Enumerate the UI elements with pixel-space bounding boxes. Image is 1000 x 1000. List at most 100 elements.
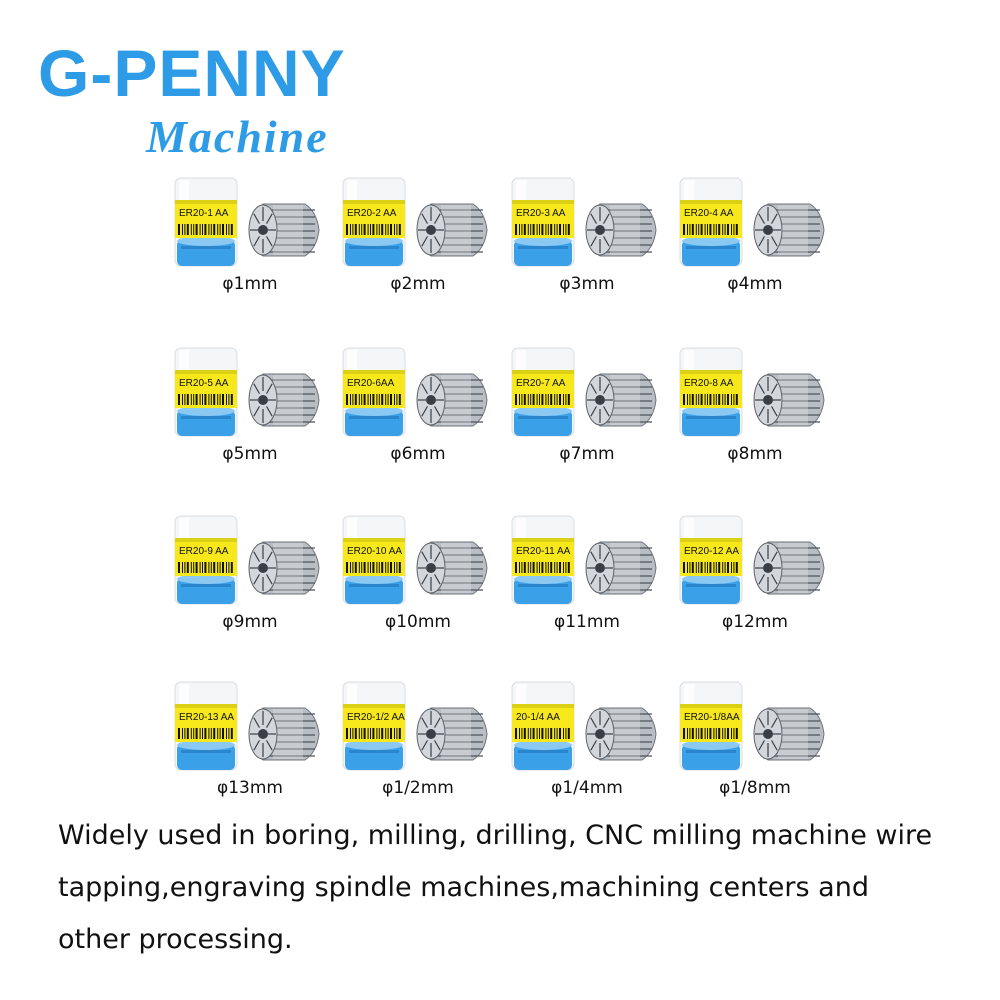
description-line: Widely used in boring, milling, drilling…	[58, 820, 933, 851]
description-line: tapping,engraving spindle machines,machi…	[58, 872, 869, 903]
collet-size-label: φ13mm	[217, 778, 283, 798]
collet-size-label: φ1/8mm	[719, 778, 791, 798]
product-item: ER20-10 AA φ10mm	[333, 510, 503, 640]
brand-name: G-PENNY	[38, 36, 346, 110]
collet-product-image: ER20-6AA	[342, 347, 488, 437]
collet-size-label: φ1/4mm	[551, 778, 623, 798]
collet-package-tube: ER20-3 AA	[511, 177, 575, 267]
collet-size-label: φ12mm	[722, 612, 788, 632]
collet-size-label: φ6mm	[390, 444, 446, 464]
collet-product-image: ER20-10 AA	[342, 515, 488, 605]
product-item: ER20-7 AA φ7mm	[502, 342, 672, 472]
barcode-icon	[178, 728, 233, 739]
barcode-icon	[346, 394, 401, 405]
barcode-icon	[683, 562, 738, 573]
collet-product-image: ER20-7 AA	[511, 347, 657, 437]
collet-package-tube: ER20-1/8AA	[679, 681, 743, 771]
collet-icon	[753, 373, 825, 427]
barcode-icon	[515, 394, 570, 405]
collet-package-tube: ER20-5 AA	[174, 347, 238, 437]
collet-size-label: φ11mm	[554, 612, 620, 632]
collet-icon	[585, 373, 657, 427]
collet-code-label: ER20-5 AA	[179, 378, 229, 389]
collet-package-tube: ER20-9 AA	[174, 515, 238, 605]
collet-size-label: φ4mm	[727, 274, 783, 294]
collet-code-label: ER20-1 AA	[179, 208, 229, 219]
product-item: ER20-8 AA φ8mm	[670, 342, 840, 472]
brand-logo: G-PENNY Machine	[0, 0, 420, 170]
collet-code-label: ER20-11 AA	[516, 546, 571, 557]
collet-package-tube: ER20-8 AA	[679, 347, 743, 437]
collet-package-tube: 20-1/4 AA	[511, 681, 575, 771]
collet-product-image: ER20-9 AA	[174, 515, 320, 605]
barcode-icon	[683, 224, 738, 235]
collet-product-image: ER20-8 AA	[679, 347, 825, 437]
collet-size-label: φ8mm	[727, 444, 783, 464]
collet-code-label: ER20-8 AA	[684, 378, 734, 389]
product-item: ER20-4 AA φ4mm	[670, 172, 840, 302]
collet-product-image: ER20-1 AA	[174, 177, 320, 267]
barcode-icon	[683, 394, 738, 405]
collet-icon	[585, 203, 657, 257]
collet-product-image: ER20-2 AA	[342, 177, 488, 267]
collet-code-label: ER20-1/8AA	[684, 712, 740, 723]
collet-code-label: ER20-9 AA	[179, 546, 229, 557]
collet-size-label: φ2mm	[390, 274, 446, 294]
collet-product-image: ER20-13 AA	[174, 681, 320, 771]
collet-icon	[248, 707, 320, 761]
collet-product-image: ER20-1/2 AA	[342, 681, 488, 771]
collet-size-label: φ10mm	[385, 612, 451, 632]
collet-product-image: ER20-11 AA	[511, 515, 657, 605]
collet-icon	[416, 373, 488, 427]
product-item: ER20-9 AA φ9mm	[165, 510, 335, 640]
collet-size-label: φ3mm	[559, 274, 615, 294]
barcode-icon	[683, 728, 738, 739]
collet-product-image: ER20-1/8AA	[679, 681, 825, 771]
collet-package-tube: ER20-1/2 AA	[342, 681, 406, 771]
barcode-icon	[515, 562, 570, 573]
collet-package-tube: ER20-7 AA	[511, 347, 575, 437]
collet-package-tube: ER20-4 AA	[679, 177, 743, 267]
barcode-icon	[346, 728, 401, 739]
product-item: ER20-3 AA φ3mm	[502, 172, 672, 302]
barcode-icon	[515, 728, 570, 739]
collet-icon	[753, 203, 825, 257]
collet-package-tube: ER20-1 AA	[174, 177, 238, 267]
collet-code-label: 20-1/4 AA	[516, 712, 560, 723]
collet-icon	[585, 541, 657, 595]
collet-code-label: ER20-6AA	[347, 378, 395, 389]
collet-package-tube: ER20-12 AA	[679, 515, 743, 605]
barcode-icon	[178, 562, 233, 573]
collet-code-label: ER20-12 AA	[684, 546, 739, 557]
collet-product-image: ER20-4 AA	[679, 177, 825, 267]
collet-code-label: ER20-2 AA	[347, 208, 397, 219]
collet-icon	[416, 541, 488, 595]
collet-icon	[753, 541, 825, 595]
barcode-icon	[178, 394, 233, 405]
barcode-icon	[346, 224, 401, 235]
collet-product-image: ER20-12 AA	[679, 515, 825, 605]
collet-icon	[585, 707, 657, 761]
product-item: ER20-1/8AA φ1/8mm	[670, 676, 840, 806]
description-line: other processing.	[58, 924, 293, 955]
collet-code-label: ER20-7 AA	[516, 378, 566, 389]
collet-code-label: ER20-13 AA	[179, 712, 234, 723]
collet-icon	[248, 541, 320, 595]
collet-product-image: ER20-3 AA	[511, 177, 657, 267]
product-item: ER20-2 AA φ2mm	[333, 172, 503, 302]
collet-size-label: φ7mm	[559, 444, 615, 464]
collet-package-tube: ER20-2 AA	[342, 177, 406, 267]
collet-icon	[416, 203, 488, 257]
collet-size-label: φ9mm	[222, 612, 278, 632]
collet-code-label: ER20-3 AA	[516, 208, 566, 219]
product-description: Widely used in boring, milling, drilling…	[58, 810, 988, 966]
barcode-icon	[515, 224, 570, 235]
collet-code-label: ER20-4 AA	[684, 208, 734, 219]
barcode-icon	[346, 562, 401, 573]
collet-icon	[416, 707, 488, 761]
product-item: ER20-13 AA φ13mm	[165, 676, 335, 806]
collet-package-tube: ER20-6AA	[342, 347, 406, 437]
collet-size-label: φ1mm	[222, 274, 278, 294]
